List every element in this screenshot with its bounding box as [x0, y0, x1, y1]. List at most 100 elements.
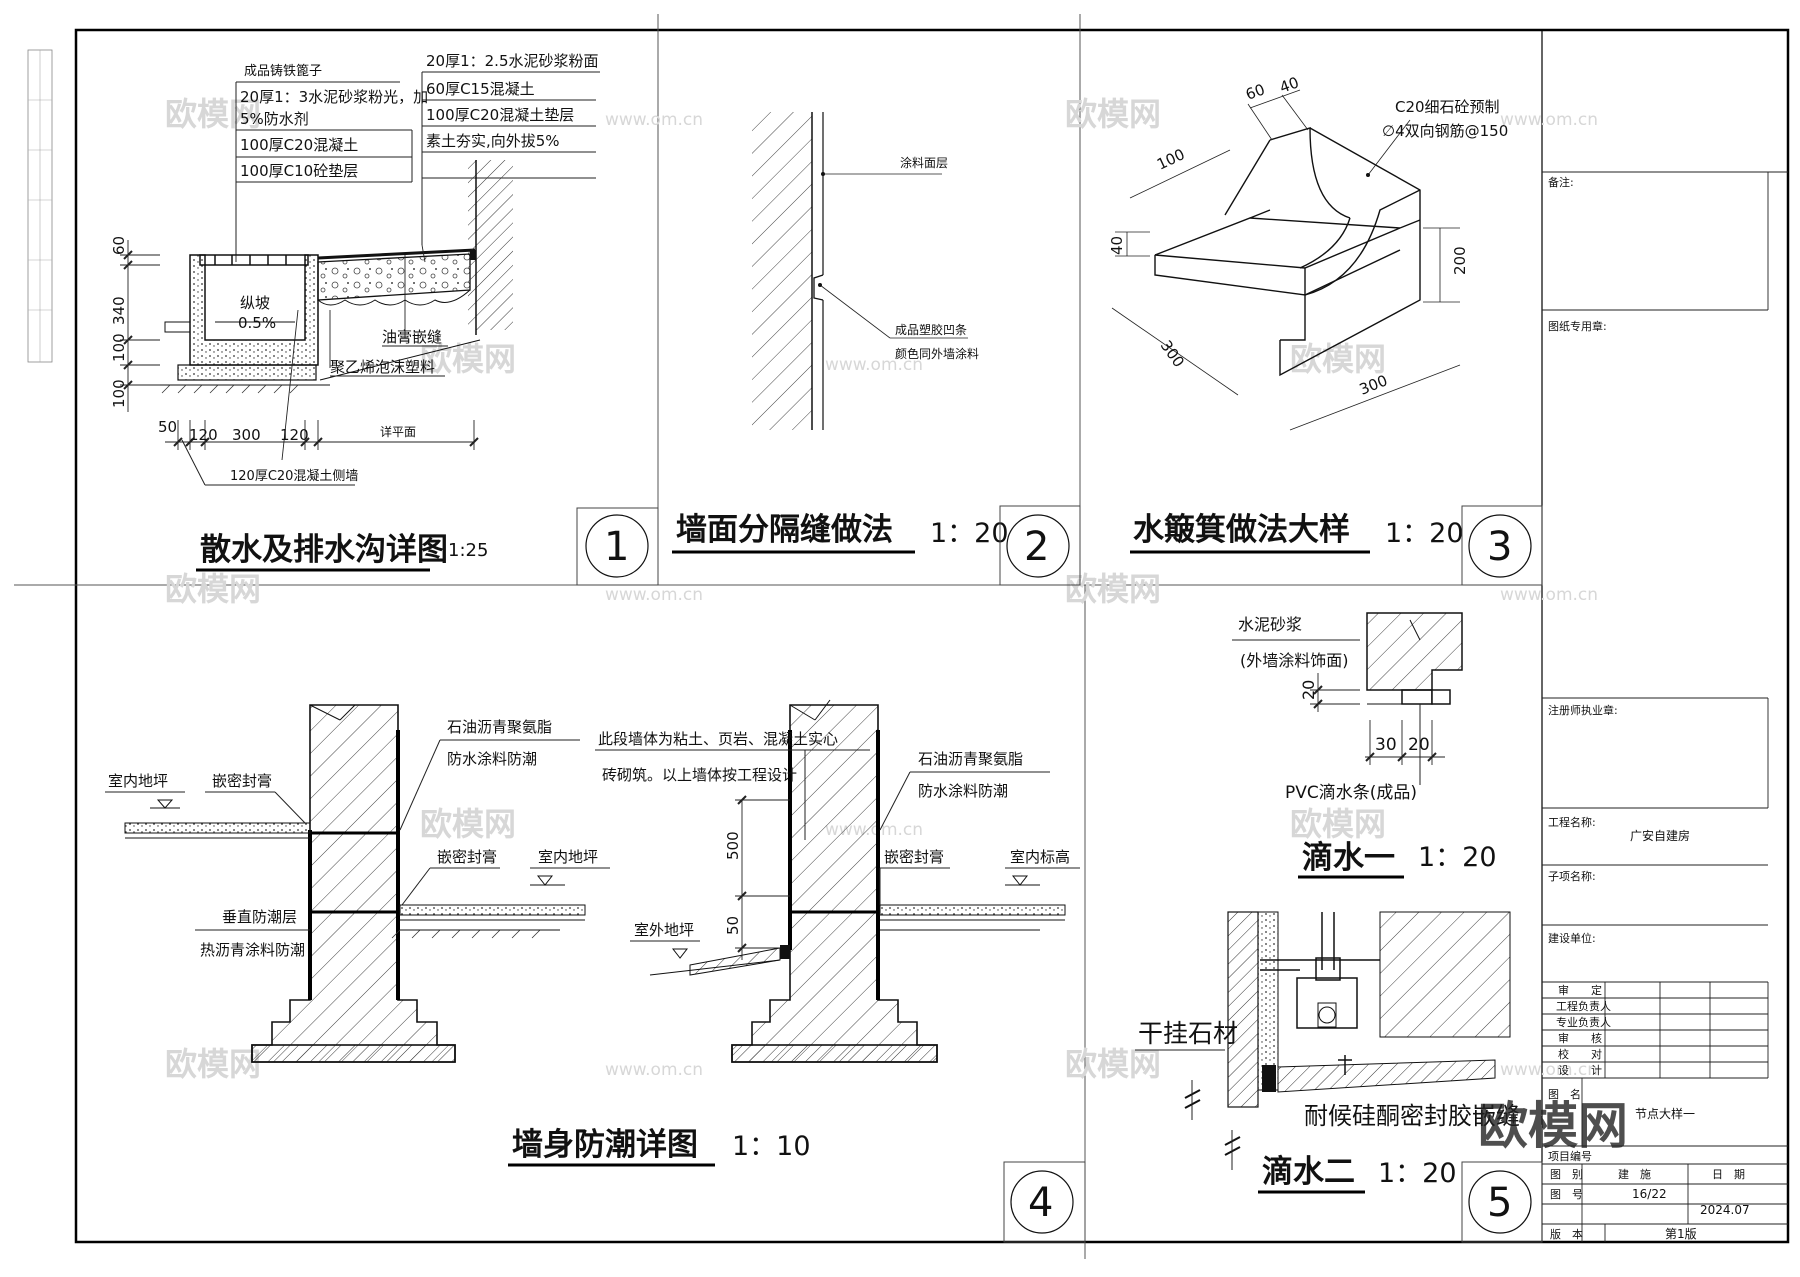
dim-50: 50 [724, 916, 742, 935]
tb-drawing-name: 节点大样一 [1635, 1106, 1695, 1121]
tb-category: 建 施 [1618, 1167, 1651, 1181]
tb-registration: 注册师执业章: [1548, 703, 1618, 717]
dim-20-v: 20 [1299, 680, 1318, 700]
watermark-logo: 欧模网 [1290, 340, 1386, 378]
dim-100b: 100 [110, 379, 128, 408]
tb-date: 2024.07 [1700, 1203, 1750, 1217]
tb-number: 16/22 [1632, 1187, 1667, 1201]
detail-4-title: 墙身防潮详图 [512, 1127, 698, 1163]
detail-5a-drip: 水泥砂浆 (外墙涂料饰面) 20 30 20 PVC滴水条(成品) 滴水一 1：… [1232, 612, 1497, 879]
label-waterproof: 5%防水剂 [240, 110, 309, 128]
label-coating-1: 防水涂料防潮 [447, 750, 537, 768]
label-pvc-drip: PVC滴水条(成品) [1285, 783, 1417, 803]
label-indoor-floor-2: 室内地坪 [538, 848, 598, 866]
watermark-url: www.om.cn [605, 585, 703, 605]
dim-120a: 120 [189, 426, 218, 444]
watermark-logo: 欧模网 [165, 1045, 261, 1083]
detail-5a-scale: 1：20 [1418, 842, 1497, 873]
label-sealant: 油膏嵌缝 [382, 328, 442, 346]
tb-stamp: 图纸专用章: [1548, 319, 1607, 333]
dim-200: 200 [1451, 246, 1469, 275]
detail-5a-title: 滴水一 [1302, 840, 1395, 876]
label-see-plan: 详平面 [380, 424, 416, 439]
detail-5b-title: 滴水二 [1262, 1154, 1355, 1190]
dim-100a: 100 [110, 333, 128, 362]
dim-50: 50 [158, 418, 177, 436]
label-slope-value: 0.5% [238, 314, 276, 332]
detail-1-drainage: 成品铸铁篦子 20厚1：3水泥砂浆粉光，加 5%防水剂 100厚C20混凝土 1… [110, 52, 659, 586]
watermark-url: www.om.cn [1500, 110, 1598, 130]
dim-340: 340 [110, 296, 128, 325]
tb-client-label: 建设单位: [1548, 931, 1596, 945]
detail-1-title: 散水及排水沟详图 [200, 532, 448, 568]
label-color: 颜色同外墙涂料 [895, 346, 979, 361]
tb-version: 第1版 [1665, 1227, 1697, 1241]
label-precast: C20细石砼预制 [1395, 98, 1500, 116]
label-c20: 100厚C20混凝土 [240, 136, 358, 154]
watermark-logo: 欧模网 [165, 95, 261, 133]
detail-3-scale: 1：20 [1385, 518, 1464, 549]
label-seal-2: 嵌密封膏 [437, 848, 497, 866]
binding-strip [27, 49, 53, 363]
dim-60: 60 [110, 236, 128, 255]
tb-role-review: 审 核 [1558, 1031, 1602, 1045]
panel-dividers [14, 14, 1542, 1259]
tb-project-name: 广安自建房 [1630, 828, 1690, 843]
dim-100: 100 [1154, 145, 1188, 173]
dim-500: 500 [724, 831, 742, 860]
detail-2-wall-joint: 涂料面层 成品塑胶凹条 颜色同外墙涂料 墙面分隔缝做法 1：20 2 [672, 112, 1081, 586]
detail-4-damp-proofing: 室内地坪 嵌密封膏 石油沥青聚氨脂 防水涂料防潮 嵌密封膏 室内地坪 垂直防潮层… [105, 699, 1086, 1243]
watermark-url: www.om.cn [1500, 585, 1598, 605]
label-wall-note-1: 此段墙体为粘土、页岩、混凝土实心 [598, 730, 838, 748]
label-mortar: 20厚1：3水泥砂浆粉光，加 [240, 88, 428, 106]
label-hot-asphalt: 热沥青涂料防潮 [200, 941, 305, 959]
tb-number-label: 图 号 [1550, 1188, 1583, 1201]
label-dry-hang-stone: 干挂石材 [1138, 1019, 1238, 1048]
watermark-logo: 欧模网 [1065, 95, 1161, 133]
label-soil: 素土夯实,向外拔5% [426, 132, 560, 150]
detail-5b-drip: 干挂石材 耐候硅酮密封胶嵌缝 滴水二 1：20 5 [1135, 911, 1543, 1243]
label-c10: 100厚C10砼垫层 [240, 162, 358, 180]
label-finish: 20厚1：2.5水泥砂浆粉面 [426, 52, 599, 70]
label-c20-bed: 100厚C20混凝土垫层 [426, 106, 574, 124]
tb-role-project-lead: 工程负责人 [1556, 999, 1611, 1013]
label-seal-1: 嵌密封膏 [212, 772, 272, 790]
tb-role-discipline-lead: 专业负责人 [1556, 1015, 1611, 1029]
detail-3-title: 水簸箕做法大样 [1133, 512, 1350, 548]
watermark-url: www.om.cn [1500, 1060, 1598, 1080]
label-slope: 纵坡 [240, 294, 270, 312]
watermark-url: www.om.cn [825, 355, 923, 375]
label-indoor-floor-1: 室内地坪 [108, 772, 168, 790]
tb-role-design: 设 计 [1558, 1064, 1602, 1077]
watermark-layer: 欧模网 www.om.cn 欧模网 www.om.cn 欧模网 www.om.c… [165, 95, 1598, 1083]
brand-logo: 欧模网 [1478, 1097, 1628, 1155]
watermark-logo: 欧模网 [1290, 805, 1386, 843]
watermark-logo: 欧模网 [165, 570, 261, 608]
tb-category-label: 图 别 [1550, 1168, 1583, 1181]
dim-60-top: 60 [1243, 80, 1267, 103]
label-rebar: ∅4双向钢筋@150 [1382, 122, 1508, 140]
label-grate: 成品铸铁篦子 [244, 63, 322, 79]
label-foam: 聚乙烯泡沫塑料 [330, 358, 435, 376]
label-indoor-level: 室内标高 [1010, 848, 1070, 866]
tb-remark: 备注: [1548, 175, 1574, 189]
detail-2-number: 2 [1024, 524, 1049, 570]
label-plastic-strip: 成品塑胶凹条 [895, 322, 967, 337]
watermark-url: www.om.cn [605, 1060, 703, 1080]
tb-project-label: 工程名称: [1548, 815, 1596, 829]
label-paint-layer: 涂料面层 [900, 155, 948, 170]
detail-3-number: 3 [1487, 524, 1512, 570]
label-outdoor-floor: 室外地坪 [634, 921, 694, 939]
label-asphalt-2: 石油沥青聚氨脂 [918, 750, 1023, 768]
dim-30: 30 [1375, 735, 1397, 755]
tb-drawing-label: 图 名 [1548, 1087, 1581, 1101]
watermark-logo: 欧模网 [1065, 1045, 1161, 1083]
tb-project-no: 项目编号 [1548, 1149, 1592, 1163]
label-cement-mortar: 水泥砂浆 [1238, 615, 1302, 634]
label-c15: 60厚C15混凝土 [426, 80, 535, 98]
title-block [1542, 171, 1788, 1242]
detail-5b-scale: 1：20 [1378, 1158, 1457, 1189]
tb-subitem-label: 子项名称: [1548, 869, 1596, 883]
